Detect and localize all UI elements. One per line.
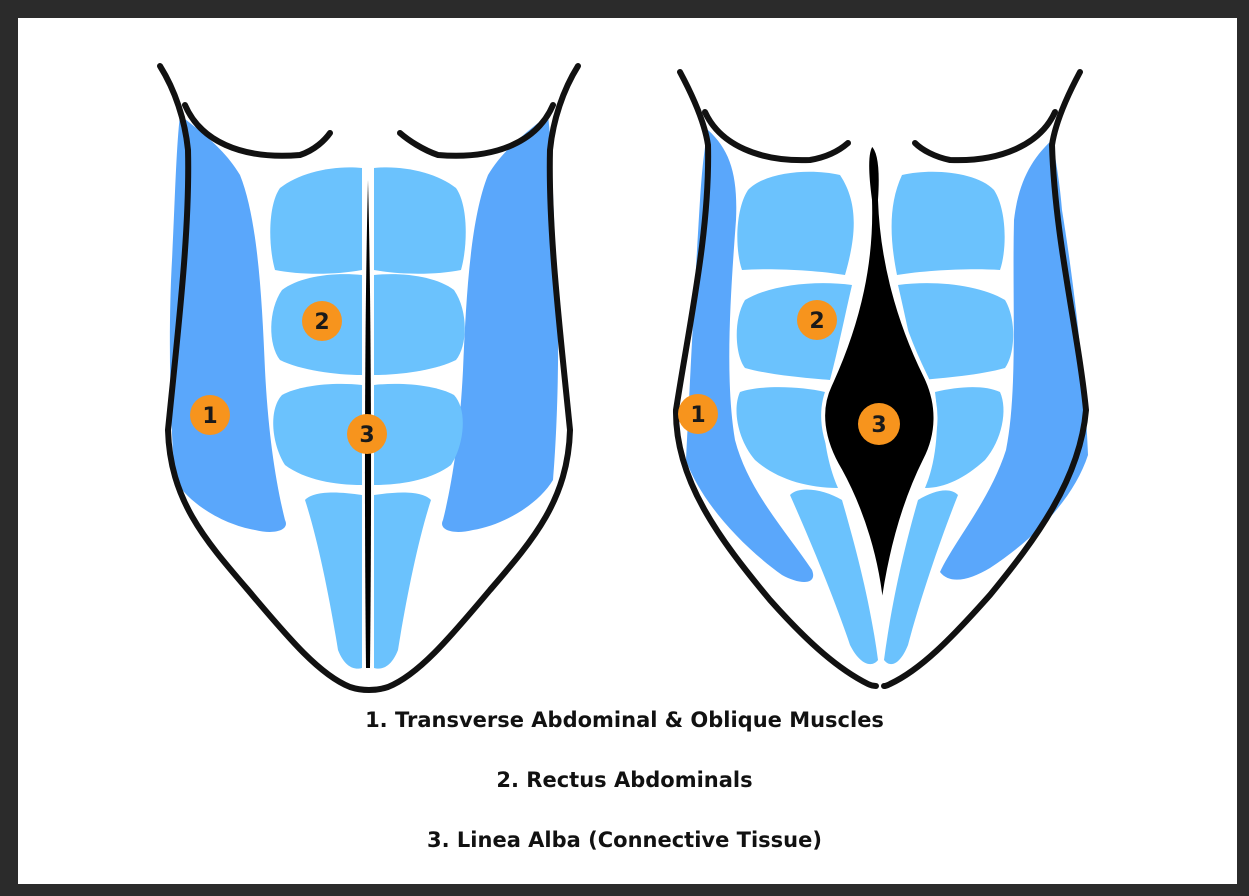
badge-oblique: 1 (190, 395, 230, 435)
svg-text:1: 1 (202, 404, 217, 429)
legend-item-oblique: 1. Transverse Abdominal & Oblique Muscle… (0, 708, 1249, 732)
figure-normal-abdomen: 1 2 3 (160, 66, 578, 690)
rectus-block (737, 283, 852, 380)
svg-text:3: 3 (871, 413, 886, 438)
svg-text:3: 3 (359, 423, 374, 448)
figure-diastasis-abdomen: 1 2 3 (676, 72, 1088, 686)
svg-text:2: 2 (314, 310, 329, 335)
rectus-block (305, 493, 362, 669)
rectus-block (374, 274, 465, 375)
badge-rectus: 2 (302, 301, 342, 341)
rectus-block (925, 387, 1004, 488)
badge-linea-alba: 3 (858, 403, 900, 445)
badge-rectus: 2 (797, 300, 837, 340)
badge-linea-alba: 3 (347, 414, 387, 454)
legend-item-rectus: 2. Rectus Abdominals (0, 768, 1249, 792)
rectus-block (270, 167, 362, 273)
chest-outline (705, 112, 848, 160)
rectus-block (374, 384, 463, 485)
rectus-block (737, 172, 853, 275)
rectus-block (374, 493, 431, 669)
badge-oblique: 1 (678, 394, 718, 434)
svg-text:1: 1 (690, 403, 705, 428)
chest-outline (915, 112, 1055, 160)
rectus-block (374, 167, 466, 273)
legend-item-linea-alba: 3. Linea Alba (Connective Tissue) (0, 828, 1249, 852)
rectus-block (892, 172, 1005, 275)
svg-text:2: 2 (809, 309, 824, 334)
